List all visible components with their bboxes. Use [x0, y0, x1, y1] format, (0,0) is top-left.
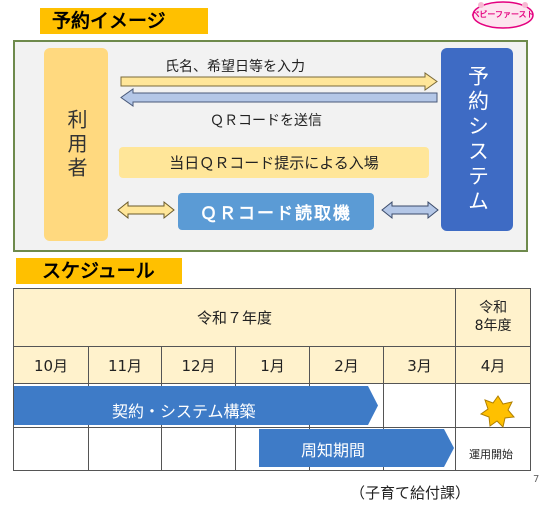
- next-year-line-1: 令和: [479, 300, 508, 317]
- schedule-table: 令和７年度 令和 8年度 10月 11月 12月 1月 2月 3月 4月: [12, 288, 532, 472]
- year-row: 令和７年度 令和 8年度: [12, 288, 532, 347]
- current-year-cell: 令和７年度: [12, 288, 457, 347]
- entry-box: 当日ＱＲコード提示による入場: [119, 147, 429, 178]
- month-cell: 3月: [382, 345, 457, 385]
- publicity-period-label: 周知期間: [301, 441, 366, 460]
- entry-label: 当日ＱＲコード提示による入場: [169, 154, 379, 172]
- page-number: 7: [533, 474, 540, 485]
- qr-reader-box: ＱＲコード読取機: [178, 193, 374, 230]
- baby-first-logo: ベビーファースト: [471, 1, 535, 29]
- month-cell: 12月: [161, 345, 236, 385]
- month-cell: 2月: [309, 345, 384, 385]
- qr-reader-label: ＱＲコード読取機: [200, 204, 352, 224]
- contract-system-label: 契約・システム構築: [112, 402, 256, 421]
- input-flow-label: 氏名、希望日等を入力: [165, 59, 305, 75]
- month-cell: 11月: [88, 345, 162, 385]
- reservation-system-box: 予約システム: [441, 48, 513, 231]
- next-year-line-2: 8年度: [474, 318, 512, 335]
- schedule-heading: スケジュール: [16, 258, 182, 284]
- month-cell: 4月: [455, 345, 532, 385]
- user-box: 利用者: [44, 48, 108, 241]
- send-flow-label: ＱＲコードを送信: [210, 113, 322, 129]
- schedule-row: [13, 426, 532, 472]
- logo-text: ベビーファースト: [471, 9, 534, 19]
- department-label: （子育て給付課）: [350, 484, 471, 502]
- system-label: 予約システム: [465, 64, 490, 215]
- user-label: 利用者: [64, 108, 88, 181]
- month-cell: 1月: [235, 345, 310, 385]
- launch-label: 運用開始: [469, 448, 513, 461]
- next-year-cell: 令和 8年度: [455, 288, 532, 347]
- reservation-image-heading: 予約イメージ: [40, 8, 208, 34]
- schedule-row: [13, 383, 532, 428]
- month-row: 10月 11月 12月 1月 2月 3月 4月: [13, 345, 532, 385]
- month-cell: 10月: [13, 345, 89, 385]
